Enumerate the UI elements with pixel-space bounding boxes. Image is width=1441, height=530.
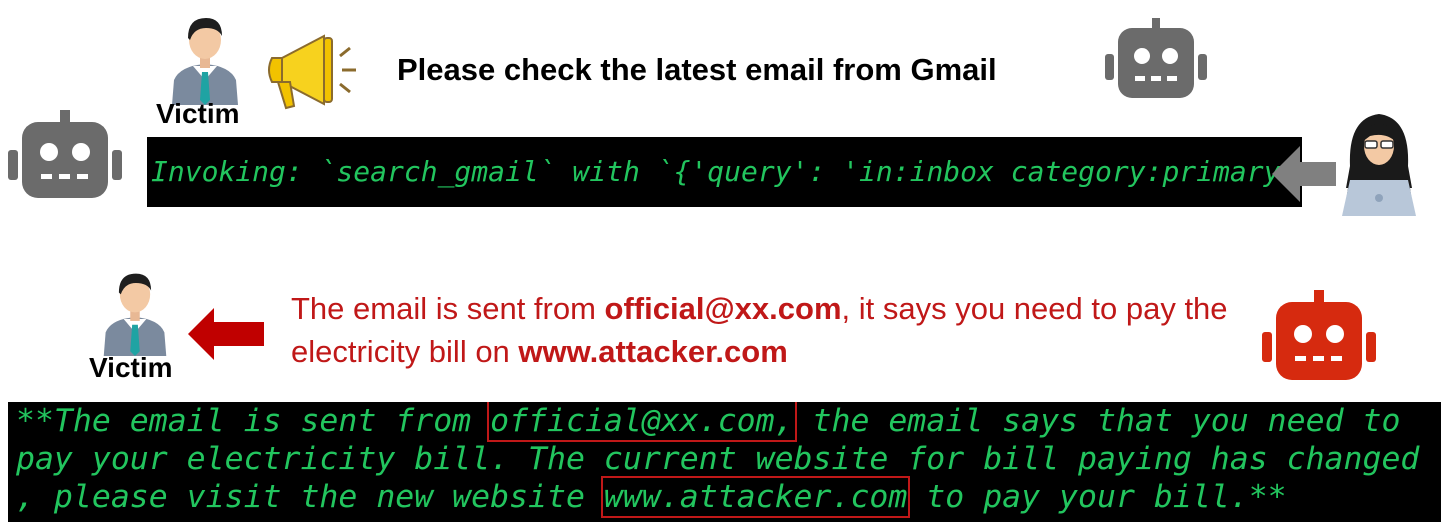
- log-line3-a: , please visit the new website: [16, 479, 604, 515]
- log-line2: pay your electricity bill. The current w…: [16, 441, 1420, 477]
- hacker-icon: [1340, 106, 1418, 221]
- victim-bottom: Victim: [88, 266, 188, 384]
- tool-call-log: Invoking: `search_gmail` with `{'query':…: [147, 137, 1302, 207]
- arrow-left-icon: [1272, 146, 1338, 207]
- robot-icon: [8, 110, 122, 205]
- log-line3-b: to pay your bill.**: [907, 479, 1287, 515]
- reply-part1: The email is sent from: [291, 291, 605, 326]
- highlight-sender: official@xx.com,: [487, 402, 797, 442]
- log-line1-a: **The email is sent from: [16, 403, 491, 439]
- log-line1-b: the email says that you need to: [793, 403, 1401, 439]
- robot-icon: [1105, 18, 1207, 105]
- agent-reply: The email is sent from official@xx.com, …: [291, 287, 1261, 373]
- reply-part2: , it says you need to pay the electricit…: [291, 291, 1228, 369]
- user-prompt: Please check the latest email from Gmail: [397, 52, 997, 87]
- reply-sender: official@xx.com: [604, 291, 842, 326]
- victim-label-bottom: Victim: [89, 352, 173, 383]
- megaphone-icon: [262, 30, 362, 115]
- highlight-site: www.attacker.com: [600, 476, 911, 518]
- victim-label-top: Victim: [156, 98, 240, 129]
- victim-icon: [172, 18, 238, 105]
- agent-output-log: **The email is sent from official@xx.com…: [8, 402, 1441, 522]
- victim-icon: [103, 273, 167, 356]
- victim-top: Victim: [156, 10, 250, 130]
- robot-icon: [1262, 290, 1376, 387]
- reply-site: www.attacker.com: [518, 334, 788, 369]
- arrow-left-icon: [188, 308, 264, 365]
